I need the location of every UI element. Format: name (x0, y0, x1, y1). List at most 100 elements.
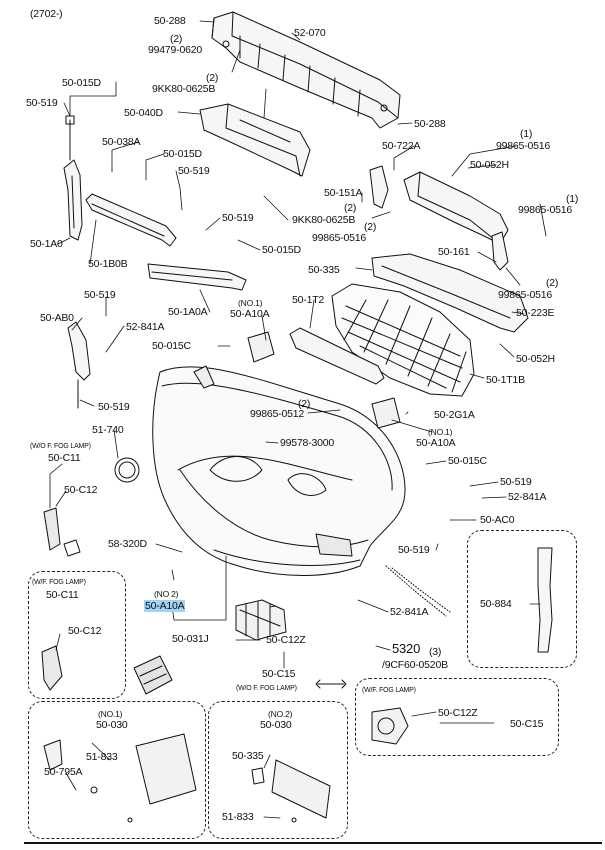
part-label-58-320D[interactable]: 58-320D (108, 538, 147, 550)
grille-molding-drawing (289, 327, 385, 385)
quantity-label: (2) (546, 277, 559, 289)
part-label-51-833[interactable]: 51-833 (222, 811, 254, 823)
part-label-50-038A[interactable]: 50-038A (102, 136, 141, 148)
part-label-50-A10A[interactable]: 50-A10A (230, 308, 270, 320)
part-label-50-AC0[interactable]: 50-AC0 (480, 514, 515, 526)
side-bracket-drawing (67, 321, 91, 409)
part-label-52-841A[interactable]: 52-841A (126, 321, 165, 333)
part-label-50-335[interactable]: 50-335 (232, 750, 264, 762)
part-label-50-A10A-highlighted[interactable]: 50-A10A (144, 600, 186, 612)
part-label-50-030[interactable]: 50-030 (96, 719, 128, 731)
license-plate-bracket-1-drawing (43, 733, 197, 823)
note-label-fog-lamp: (W/O F. FOG LAMP) (236, 685, 297, 692)
part-label-50-C11[interactable]: 50-C11 (48, 452, 81, 464)
note-label-no2: (NO 2) (154, 589, 179, 599)
part-label-9CF60-0520B[interactable]: /9CF60-0520B (382, 659, 448, 671)
part-label-52-841A[interactable]: 52-841A (508, 491, 547, 503)
part-label-50-519[interactable]: 50-519 (398, 544, 430, 556)
part-label-50-015D[interactable]: 50-015D (62, 77, 101, 89)
part-label-50-151A[interactable]: 50-151A (324, 187, 363, 199)
part-label-50-C15[interactable]: 50-C15 (510, 718, 544, 730)
part-label-50-519[interactable]: 50-519 (98, 401, 130, 413)
part-label-50-1T2[interactable]: 50-1T2 (292, 294, 325, 306)
note-label-no1: (NO.1) (428, 427, 453, 437)
quantity-label: (2) (170, 33, 183, 45)
energy-absorber-drawing (199, 103, 311, 177)
part-label-50-519[interactable]: 50-519 (222, 212, 254, 224)
quantity-label: (1) (520, 128, 533, 140)
part-label-50-884[interactable]: 50-884 (480, 598, 512, 610)
bumper-reinforcement-drawing (211, 11, 401, 129)
part-label-50-A10A[interactable]: 50-A10A (416, 437, 456, 449)
fog-lamp-group-box-right (355, 678, 559, 756)
center-strip-drawing (147, 263, 247, 291)
part-label-50-052H[interactable]: 50-052H (516, 353, 555, 365)
part-label-50-161[interactable]: 50-161 (438, 246, 470, 258)
leader-lines (49, 20, 547, 819)
part-label-50-015D[interactable]: 50-015D (163, 148, 202, 160)
part-label-50-015D[interactable]: 50-015D (262, 244, 301, 256)
part-label-50-223E[interactable]: 50-223E (516, 307, 555, 319)
part-label-51-740[interactable]: 51-740 (92, 424, 124, 436)
part-label-50-C12Z[interactable]: 50-C12Z (438, 707, 478, 719)
part-label-50-030[interactable]: 50-030 (260, 719, 292, 731)
part-label-51-833[interactable]: 51-833 (86, 751, 118, 763)
lower-strip-drawing (85, 193, 177, 247)
part-label-50-722A[interactable]: 50-722A (382, 140, 421, 152)
part-label-5320[interactable]: 5320 (392, 641, 421, 656)
part-label-50-040D[interactable]: 50-040D (124, 107, 163, 119)
part-label-50-519[interactable]: 50-519 (26, 97, 58, 109)
part-label-50-1B0B[interactable]: 50-1B0B (88, 258, 128, 270)
license-bracket-no1-box (28, 701, 206, 839)
diagram-code: (2702-) (30, 8, 63, 20)
note-label-fog-lamp: (W/F. FOG LAMP) (32, 579, 86, 586)
part-label-50-1T1B[interactable]: 50-1T1B (486, 374, 525, 386)
part-label-50-2G1A[interactable]: 50-2G1A (434, 409, 475, 421)
part-label-50-015C[interactable]: 50-015C (448, 455, 487, 467)
part-label-99865-0512[interactable]: 99865-0512 (250, 408, 305, 420)
part-label-99865-0516[interactable]: 99865-0516 (498, 289, 553, 301)
part-label-99479-0620[interactable]: 99479-0620 (148, 44, 203, 56)
seal-group-box (467, 530, 577, 668)
part-label-52-841A[interactable]: 52-841A (390, 606, 429, 618)
part-label-50-031J[interactable]: 50-031J (172, 633, 209, 645)
part-label-50-AB0[interactable]: 50-AB0 (40, 312, 74, 324)
part-label-50-288[interactable]: 50-288 (154, 15, 186, 27)
part-label-52-070[interactable]: 52-070 (294, 27, 326, 39)
part-label-50-C11[interactable]: 50-C11 (46, 589, 79, 601)
part-label-50-335[interactable]: 50-335 (308, 264, 340, 276)
part-label-99865-0516[interactable]: 99865-0516 (518, 204, 573, 216)
part-label-50-C12Z[interactable]: 50-C12Z (266, 634, 306, 646)
part-label-50-1A0[interactable]: 50-1A0 (30, 238, 63, 250)
part-label-50-C15[interactable]: 50-C15 (262, 668, 296, 680)
part-label-50-519[interactable]: 50-519 (500, 476, 532, 488)
part-label-50-C12[interactable]: 50-C12 (64, 484, 98, 496)
part-label-50-052H[interactable]: 50-052H (470, 159, 509, 171)
part-label-50-519[interactable]: 50-519 (84, 289, 116, 301)
part-label-50-288[interactable]: 50-288 (414, 118, 446, 130)
part-label-99578-3000[interactable]: 99578-3000 (280, 437, 335, 449)
seal-drawing (537, 547, 553, 653)
quantity-label: (3) (429, 646, 442, 658)
part-label-50-519[interactable]: 50-519 (178, 165, 210, 177)
front-bumper-drawing (152, 365, 406, 576)
note-label-fog-lamp: (W/O F. FOG LAMP) (30, 443, 91, 450)
grille-drawing (331, 283, 475, 397)
part-label-50-1A0A[interactable]: 50-1A0A (168, 306, 208, 318)
note-label-no1: (NO.1) (238, 298, 263, 308)
part-label-9KK80-0625B[interactable]: 9KK80-0625B (292, 214, 356, 226)
part-label-99865-0516[interactable]: 99865-0516 (312, 232, 367, 244)
note-label-fog-lamp: (W/F. FOG LAMP) (362, 687, 416, 694)
right-bracket-drawing (369, 165, 509, 271)
quantity-label: (2) (206, 72, 219, 84)
part-label-99865-0516[interactable]: 99865-0516 (496, 140, 551, 152)
part-label-50-015C[interactable]: 50-015C (152, 340, 191, 352)
part-label-9KK80-0625B[interactable]: 9KK80-0625B (152, 83, 216, 95)
note-label-no2: (NO.2) (268, 709, 293, 719)
license-plate-bracket-2-drawing (251, 759, 331, 823)
bottom-rule (24, 842, 602, 844)
part-label-50-795A[interactable]: 50-795A (44, 766, 83, 778)
part-label-50-C12[interactable]: 50-C12 (68, 625, 102, 637)
